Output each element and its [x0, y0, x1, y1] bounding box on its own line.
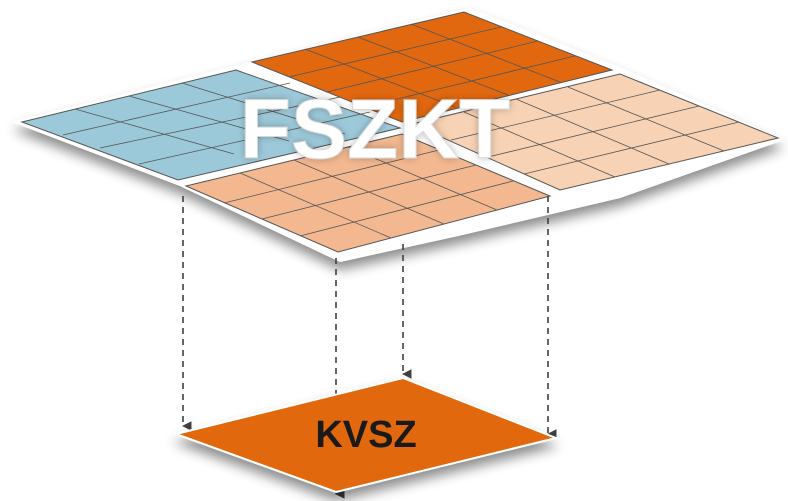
top-layer-label: FSZKT [240, 82, 511, 176]
bottom-layer-shape [172, 376, 560, 494]
top-layer: FSZKT [12, 8, 784, 262]
tile-light-peach [410, 73, 780, 191]
bottom-layer: KVSZ [172, 376, 560, 494]
tile-mid-peach [184, 133, 552, 253]
tile-dark-orange [250, 11, 614, 123]
tile-blue [20, 69, 402, 181]
projection-arrows [182, 196, 557, 499]
bottom-layer-label: KVSZ [315, 414, 416, 456]
